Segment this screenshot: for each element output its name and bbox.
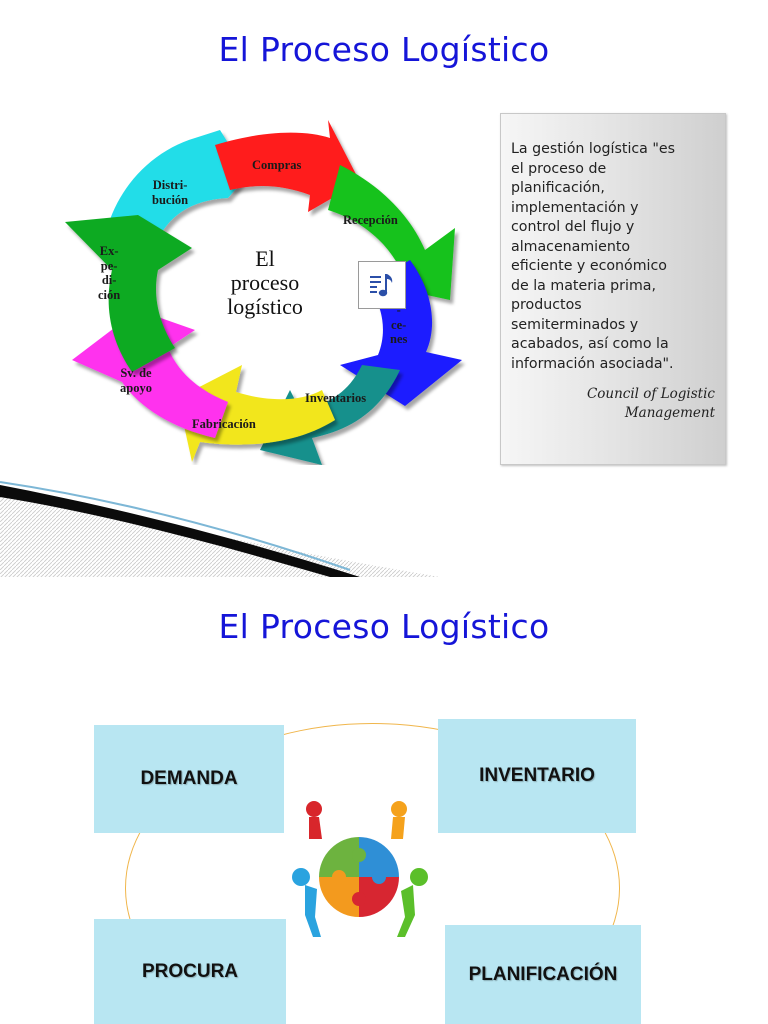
- cycle-arrow-sv-apoyo: [72, 310, 228, 438]
- cycle-label-fabricacion: Fabricación: [192, 417, 256, 431]
- cycle-label-sv-apoyo: Sv. de apoyo: [120, 366, 152, 395]
- cycle-arrow-distribucion: [108, 130, 248, 245]
- definition-quote-text: La gestión logística "es el proceso de p…: [511, 141, 676, 372]
- definition-quote-box: La gestión logística "es el proceso de p…: [500, 113, 726, 465]
- box-inventario: INVENTARIO: [438, 719, 636, 833]
- cycle-arrow-fabricacion: [178, 365, 335, 462]
- cycle-arrow-recepcion: [328, 165, 455, 300]
- cycle-label-recepcion: Recepción: [343, 213, 398, 227]
- cycle-label-expedicion: Ex- pe- di- ción: [98, 244, 121, 302]
- cycle-label-almacenes: - ce- nes: [390, 303, 408, 346]
- puzzle-team-icon: [292, 801, 428, 937]
- cycle-label-compras: Compras: [252, 158, 302, 172]
- music-note-icon: [370, 274, 393, 297]
- logistic-cycle-diagram: [65, 120, 462, 465]
- cycle-label-inventarios: Inventarios: [305, 391, 367, 405]
- decorative-swoosh: [0, 481, 440, 577]
- cycle-label-distribucion: Distri- bución: [152, 178, 189, 207]
- slide-1-title: El Proceso Logístico: [218, 30, 550, 69]
- audio-button[interactable]: [358, 261, 406, 309]
- slide-1: El Proceso Logístico El proceso logístic…: [0, 30, 726, 577]
- slide-2: El Proceso Logístico DEMANDA INVENTARIO …: [0, 577, 768, 1024]
- cycle-center-label: El proceso logístico: [227, 246, 303, 319]
- cycle-arrow-expedicion: [65, 215, 192, 372]
- definition-quote-author: Council of Logistic Management: [586, 386, 715, 421]
- slide-2-title: El Proceso Logístico: [218, 607, 550, 646]
- box-procura: PROCURA: [94, 919, 286, 1024]
- box-demanda: DEMANDA: [94, 725, 284, 833]
- box-planificacion: PLANIFICACIÓN: [445, 925, 641, 1024]
- cycle-arrow-compras: [215, 120, 360, 212]
